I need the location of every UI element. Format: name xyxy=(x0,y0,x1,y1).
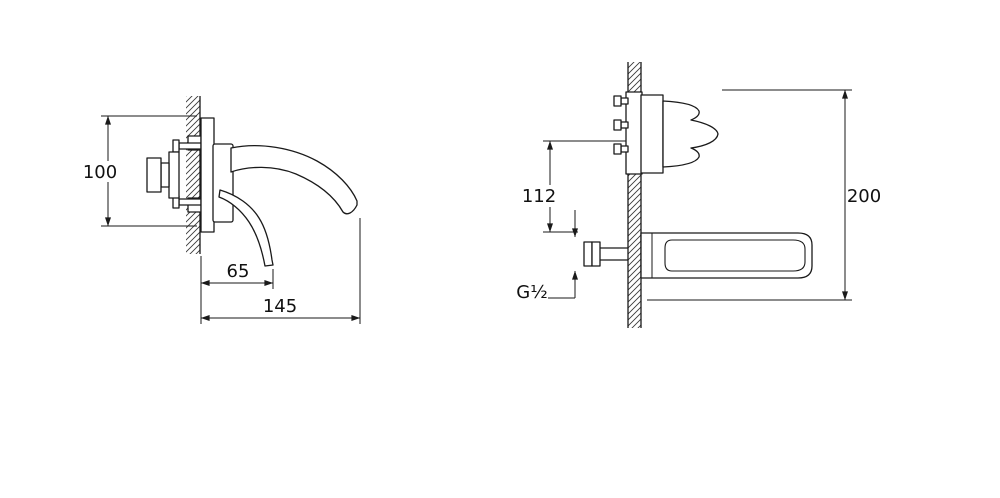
screw-head xyxy=(613,119,622,131)
connection-nut-inner xyxy=(591,241,601,267)
dimension-valve-to-spout: 112 xyxy=(519,140,626,233)
concealed-valve xyxy=(613,91,643,175)
spout-face-inset xyxy=(664,239,806,272)
supply-connection xyxy=(583,241,628,267)
handle-base xyxy=(640,94,664,174)
text-mask xyxy=(82,161,119,182)
screw-shaft-top xyxy=(178,142,202,150)
cartridge-cap xyxy=(146,157,162,193)
screw-shaft xyxy=(620,145,629,153)
dim-label-100: 100 xyxy=(83,162,117,183)
dimension-spout-projection: 145 xyxy=(200,218,361,324)
screw-head-top xyxy=(172,139,180,153)
connection-nut-outer xyxy=(583,241,593,267)
lever-handle-front-profile xyxy=(662,100,719,168)
dimension-overall-height: 200 xyxy=(647,89,881,301)
side-view: 100 65 145 xyxy=(82,96,361,324)
spout-side-profile xyxy=(230,145,358,215)
thread-size-label: G½ xyxy=(516,282,547,303)
cartridge-ring xyxy=(160,162,170,188)
screw-shaft-bottom xyxy=(178,198,202,206)
mixer-body xyxy=(212,143,234,223)
lever-handle-side-profile xyxy=(218,189,274,267)
spout-front xyxy=(640,232,813,279)
cartridge-base xyxy=(168,151,180,199)
text-mask xyxy=(519,185,559,207)
screw-shaft xyxy=(620,121,629,129)
wall-plate xyxy=(200,117,215,233)
screw-shaft xyxy=(620,97,629,105)
dimension-handle-projection: 65 xyxy=(200,256,274,324)
screw-head xyxy=(613,143,622,155)
dim-label-200: 200 xyxy=(847,186,881,207)
wall-hatch xyxy=(186,96,200,254)
thread-callout: G½ xyxy=(516,210,578,303)
screw-head xyxy=(613,95,622,107)
dimension-plate-height: 100 xyxy=(82,115,197,227)
dim-label-112: 112 xyxy=(522,186,556,207)
front-view: 112 200 G½ xyxy=(516,62,881,328)
dim-label-65: 65 xyxy=(227,261,250,282)
spout-outline xyxy=(640,232,813,279)
dim-label-145: 145 xyxy=(263,296,297,317)
